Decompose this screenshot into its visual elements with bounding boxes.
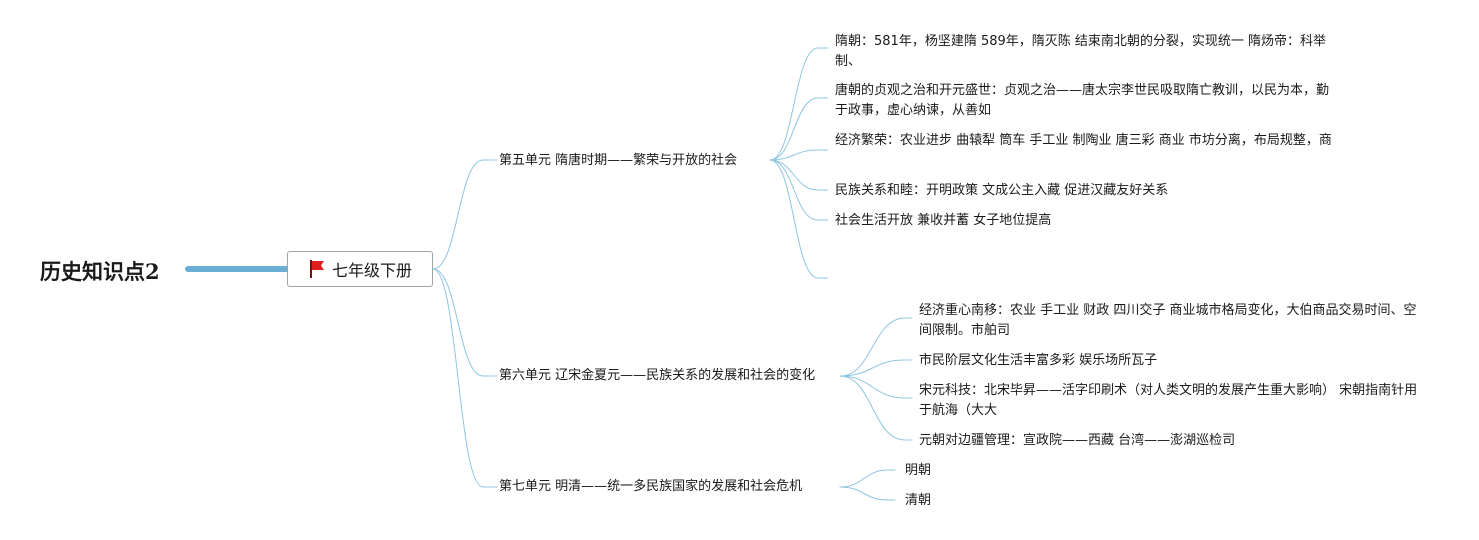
connector-unit-5-child-3 xyxy=(769,159,829,191)
unit-6-economic-shift[interactable]: 经济重心南移：农业 手工业 财政 四川交子 商业城市格局变化，大伯商品交易时间、… xyxy=(919,303,1417,338)
connector-unit-5-child-1 xyxy=(769,97,829,161)
unit-7-qing[interactable]: 清朝 xyxy=(905,493,932,508)
unit-5-topic[interactable]: 第五单元 隋唐时期——繁荣与开放的社会 xyxy=(499,153,738,168)
connector-main-to-unit-6 xyxy=(432,268,498,377)
unit-6-yuan-frontier[interactable]: 元朝对边疆管理：宣政院——西藏 台湾——澎湖巡检司 xyxy=(919,433,1236,448)
unit-6-citizen-culture[interactable]: 市民阶层文化生活丰富多彩 娱乐场所瓦子 xyxy=(919,353,1158,368)
unit-5-ethnic-relations[interactable]: 民族关系和睦：开明政策 文成公主入藏 促进汉藏友好关系 xyxy=(835,183,1169,198)
unit-5-sui-dynasty[interactable]: 隋朝：581年，杨坚建隋 589年，隋灭陈 结束南北朝的分裂，实现统一 隋炀帝：… xyxy=(835,34,1327,69)
connector-unit-7-child-0 xyxy=(839,469,896,488)
main-topic-label: 七年级下册 xyxy=(331,261,412,280)
unit-5-tang-prosperity[interactable]: 唐朝的贞观之治和开元盛世：贞观之治——唐太宗李世民吸取隋亡教训，以民为本，勤于政… xyxy=(835,83,1330,118)
connector-main-to-unit-5 xyxy=(432,159,498,270)
unit-5-empty-topic[interactable] xyxy=(835,262,875,282)
connector-unit-6-child-3 xyxy=(839,375,913,441)
connector-unit-7-child-1 xyxy=(839,486,896,501)
connector-unit-6-child-0 xyxy=(839,317,913,377)
connector-main-to-unit-7 xyxy=(432,268,498,488)
unit-5-economy[interactable]: 经济繁荣：农业进步 曲辕犁 筒车 手工业 制陶业 唐三彩 商业 市坊分离，布局规… xyxy=(835,133,1332,148)
unit-7-ming[interactable]: 明朝 xyxy=(905,463,932,478)
unit-5-social-life[interactable]: 社会生活开放 兼收并蓄 女子地位提高 xyxy=(835,213,1052,228)
connector-unit-5-child-4 xyxy=(769,159,829,221)
unit-6-topic[interactable]: 第六单元 辽宋金夏元——民族关系的发展和社会的变化 xyxy=(499,368,816,383)
unit-7-topic[interactable]: 第七单元 明清——统一多民族国家的发展和社会危机 xyxy=(499,479,803,494)
main-topic-grade7-vol2[interactable]: 七年级下册 xyxy=(287,251,433,287)
connector-unit-5-child-5 xyxy=(769,159,829,279)
connector-unit-6-child-2 xyxy=(839,375,913,399)
red-flag-icon xyxy=(309,260,324,278)
unit-6-song-yuan-tech[interactable]: 宋元科技：北宋毕昇——活字印刷术（对人类文明的发展产生重大影响） 宋朝指南针用于… xyxy=(919,383,1418,418)
connector-unit-5-child-0 xyxy=(769,47,829,161)
connector-unit-5-child-2 xyxy=(769,149,829,161)
root-topic[interactable]: 历史知识点2 xyxy=(40,259,160,284)
connector-unit-6-child-1 xyxy=(839,359,913,377)
